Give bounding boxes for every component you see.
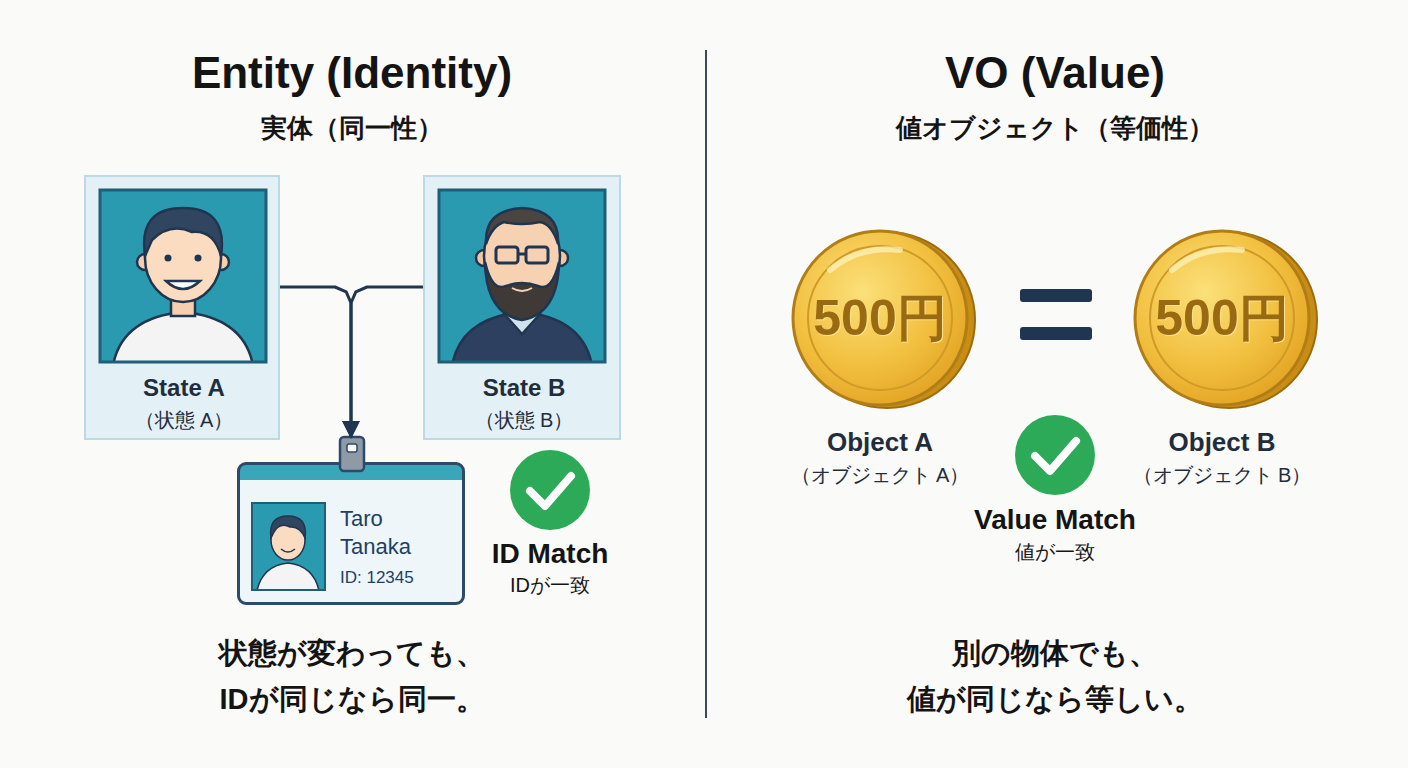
- coin-node: 500円Object A（オブジェクト A）: [792, 230, 968, 492]
- check-mark: [1035, 441, 1076, 471]
- state-box: State B （状態 B）: [423, 175, 621, 440]
- equals-sign: [1020, 289, 1092, 340]
- match-title: Value Match: [935, 503, 1175, 537]
- object-subtitle: （オブジェクト A）: [762, 462, 998, 488]
- avatar-collar: [504, 308, 540, 334]
- check-icon: [510, 450, 590, 530]
- photo-hair: [271, 516, 306, 538]
- check-circle: [1015, 415, 1095, 495]
- avatar-head: [484, 210, 560, 302]
- panel-subtitle: 実体（同一性）: [102, 112, 602, 144]
- check-icon: [1015, 415, 1095, 495]
- avatar-ear: [213, 254, 229, 270]
- state-box: State A （状態 A）: [84, 175, 280, 440]
- young-avatar: [100, 190, 266, 372]
- avatar-hair: [144, 208, 222, 256]
- avatar-glasses-bridge: [518, 253, 526, 256]
- avatar-frame: [439, 190, 605, 362]
- avatar-figure: [112, 208, 254, 362]
- avatar-beard: [485, 262, 559, 320]
- photo-smile: [281, 549, 295, 552]
- avatar-head: [145, 214, 221, 302]
- match-subtitle: IDが一致: [440, 572, 660, 598]
- clip-body: [340, 437, 364, 471]
- panel-title: Entity (Identity): [32, 46, 672, 100]
- photo-head: [271, 520, 305, 560]
- equals-bar: [1020, 327, 1092, 340]
- avatar-ear: [137, 254, 153, 270]
- photo-frame-border: [252, 503, 325, 590]
- match-subtitle: 値が一致: [935, 539, 1175, 565]
- older-avatar: [439, 190, 605, 372]
- avatar-shirt: [112, 312, 254, 362]
- avatar-eye: [165, 255, 172, 262]
- photo-shirt: [256, 563, 320, 590]
- coin-node: 500円Object B（オブジェクト B）: [1134, 230, 1310, 492]
- state-subtitle: （状態 B）: [425, 407, 623, 433]
- avatar-glasses: [526, 247, 548, 263]
- coin-shine: [830, 249, 900, 270]
- coin-shine: [1172, 249, 1242, 270]
- coin-b: [1135, 231, 1317, 408]
- photo-figure: [256, 516, 320, 590]
- badge-photo: [252, 503, 325, 596]
- badge-clip: [340, 437, 364, 471]
- object-title: Object A: [762, 426, 998, 458]
- coin-face: [1135, 231, 1309, 405]
- coin-value: 500円: [792, 288, 968, 348]
- avatar-figure: [451, 208, 593, 362]
- check-circle: [510, 450, 590, 530]
- avatar-smile: [166, 281, 200, 289]
- avatar-mouth: [512, 288, 532, 291]
- object-title: Object B: [1104, 426, 1340, 458]
- avatar-eye: [195, 255, 202, 262]
- avatar-frame-border: [100, 190, 266, 362]
- coin-face: [793, 231, 967, 405]
- avatar-neck: [171, 292, 195, 316]
- summary-note: 状態が変わっても、 IDが同じなら同一。: [187, 630, 517, 722]
- state-title: State B: [425, 373, 623, 403]
- avatar-frame: [100, 190, 266, 362]
- state-title: State A: [86, 373, 282, 403]
- panel-title: VO (Value): [735, 46, 1375, 100]
- photo-frame: [252, 503, 325, 590]
- card-id: ID: 12345: [340, 567, 460, 589]
- avatar-ear: [552, 250, 568, 266]
- panel-divider: [705, 50, 707, 718]
- check-mark: [530, 476, 571, 506]
- clip-hole: [347, 444, 357, 452]
- id-card: Taro TanakaID: 12345: [237, 437, 465, 605]
- state-subtitle: （状態 A）: [86, 407, 282, 433]
- equals-bar: [1020, 289, 1092, 302]
- summary-note: 別の物体でも、 値が同じなら等しい。: [890, 630, 1220, 722]
- avatar-glasses: [496, 247, 518, 263]
- merge-connector: [280, 287, 351, 437]
- avatar-shirt: [451, 312, 593, 362]
- avatar-ear: [476, 250, 492, 266]
- coin-a: [793, 231, 975, 408]
- coin-value: 500円: [1134, 288, 1310, 348]
- match-title: ID Match: [440, 537, 660, 571]
- panel-subtitle: 値オブジェクト（等価性）: [805, 112, 1305, 144]
- avatar-frame-border: [439, 190, 605, 362]
- avatar-hair: [486, 208, 558, 244]
- object-subtitle: （オブジェクト B）: [1104, 462, 1340, 488]
- card-name: Taro Tanaka: [340, 505, 452, 561]
- merge-connector: [351, 287, 423, 437]
